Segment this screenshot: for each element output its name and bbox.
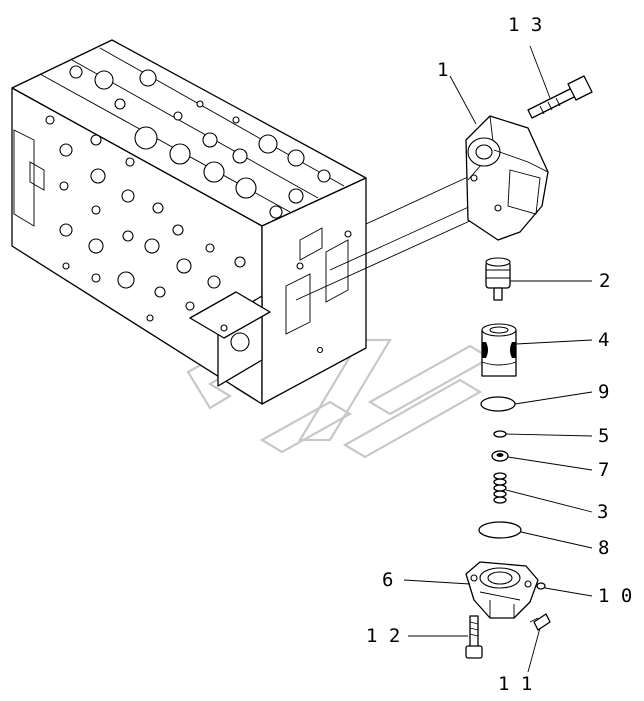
- callout-13: 1 3: [508, 14, 542, 36]
- part-8-o-ring: [478, 521, 522, 539]
- part-11-plug-screw: [529, 613, 551, 631]
- assembly-leaders: [295, 175, 495, 301]
- callout-12: 1 2: [366, 625, 400, 647]
- control-valve-block: [11, 39, 367, 405]
- part-5-ring: [493, 430, 507, 438]
- part-1-housing: [465, 115, 549, 241]
- callout-7: 7: [598, 459, 609, 481]
- callout-3: 3: [597, 501, 608, 523]
- callout-4: 4: [598, 329, 609, 351]
- valve-side-ports: [45, 115, 246, 322]
- callout-8: 8: [598, 537, 609, 559]
- part-12-socket-bolt: [465, 615, 483, 659]
- part-9-o-ring: [480, 396, 516, 412]
- part-6-cover: [465, 561, 539, 619]
- callout-6: 6: [382, 569, 393, 591]
- callout-11: 1 1: [498, 673, 532, 695]
- callout-1: 1: [437, 59, 448, 81]
- callout-9: 9: [598, 381, 609, 403]
- callout-leaders: [403, 45, 593, 673]
- callout-10: 1 0: [598, 585, 632, 607]
- callout-2: 2: [599, 270, 610, 292]
- part-10-plug: [536, 582, 546, 590]
- part-3-spring: [493, 472, 507, 504]
- callout-5: 5: [598, 425, 609, 447]
- part-13-bolt: [527, 75, 593, 119]
- callout-labels: 1 2 3 4 5 6 7 8 9 1 0 1 1 1 2 1 3: [366, 14, 632, 695]
- part-2-spool: [485, 257, 511, 301]
- part-7-seat: [491, 450, 509, 462]
- part-4-sleeve: [481, 323, 517, 377]
- valve-top-ports: [69, 65, 331, 219]
